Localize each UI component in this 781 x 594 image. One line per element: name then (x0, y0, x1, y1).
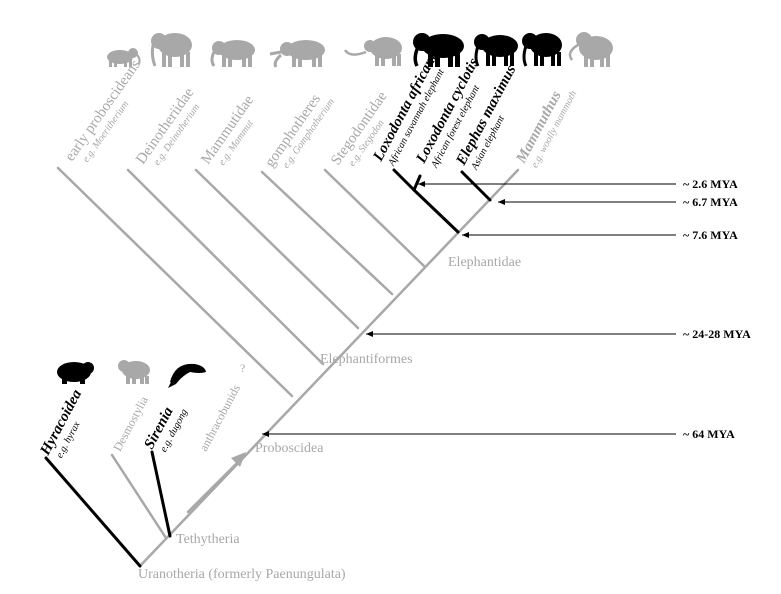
woolly-mammoth-silhouette-icon (568, 32, 613, 67)
phylogeny-branches (56, 166, 520, 568)
branch-desmostylia (110, 453, 168, 540)
desmostylian-silhouette-icon (118, 360, 150, 384)
asian-elephant-silhouette-icon (522, 33, 562, 67)
dugong-silhouette-icon (168, 363, 206, 388)
node-uranotheria: Uranotheria (formerly Paenungulata) (138, 567, 346, 582)
branch-sirenia (150, 450, 172, 538)
node-elephantiformes: Elephantiformes (320, 352, 413, 367)
time-label-64-mya: ~ 64 MYA (683, 427, 735, 441)
moeritherium-silhouette-icon (107, 48, 141, 67)
deinotherium-silhouette-icon (150, 33, 192, 67)
branch-mammutidae (194, 168, 360, 330)
time-label-6-7-mya: ~ 6.7 MYA (683, 195, 738, 209)
main-spine-branch (138, 168, 520, 568)
branch-stegodontidae (323, 168, 426, 268)
branch-elephas-maximus (460, 170, 492, 202)
node-elephantidae: Elephantidae (448, 255, 521, 270)
time-label-7-6-mya: ~ 7.6 MYA (683, 228, 738, 242)
node-tethytheria: Tethytheria (176, 532, 240, 547)
mammut-silhouette-icon (210, 40, 255, 67)
taxon-sirenia: Sirenia e.g. dugong (141, 404, 190, 454)
gomphotherium-silhouette-icon (269, 40, 325, 68)
taxon-deinotheriidae: Deinotheriidae e.g. Deinotherium (133, 85, 202, 168)
time-label-24-28-mya: ~ 24-28 MYA (683, 327, 751, 341)
divergence-arrows (262, 181, 676, 437)
branch-hyracoidea (44, 456, 142, 568)
taxon-gomphotheres: gomphotheres e.g. Gomphotherium (262, 91, 337, 170)
taxon-name: early proboscideans (62, 57, 144, 164)
branch-loxodonta-africana (392, 168, 416, 192)
node-proboscidea: Proboscidea (255, 441, 324, 456)
branch-proboscidea-arrow (186, 460, 240, 514)
branch-gomphotheres (260, 170, 394, 296)
taxon-hyracoidea: Hyracoidea e.g. hyrax (37, 387, 85, 460)
branch-loxodonta-cyclotis (412, 174, 422, 192)
taxon-mammutidae: Mammutidae e.g. Mammut (198, 92, 257, 167)
extant-branches (44, 168, 492, 568)
forest-elephant-silhouette-icon (474, 34, 518, 67)
stegodon-silhouette-icon (343, 37, 402, 66)
taxon-name: anthracobunids (196, 382, 243, 454)
taxon-mammuthus: Mammuthus e.g. woolly mammoth (513, 88, 579, 169)
branch-early-proboscideans (56, 166, 294, 398)
taxon-anthracobunids: anthracobunids (196, 382, 243, 454)
uncertain-placement-mark: ? (240, 361, 245, 375)
hyrax-silhouette-icon (57, 362, 94, 384)
branch-deinotheriidae (126, 168, 325, 366)
branch-elephantidae-stem (412, 188, 460, 234)
time-label-2-6-mya: ~ 2.6 MYA (683, 177, 738, 191)
savannah-elephant-silhouette-icon (413, 33, 464, 67)
